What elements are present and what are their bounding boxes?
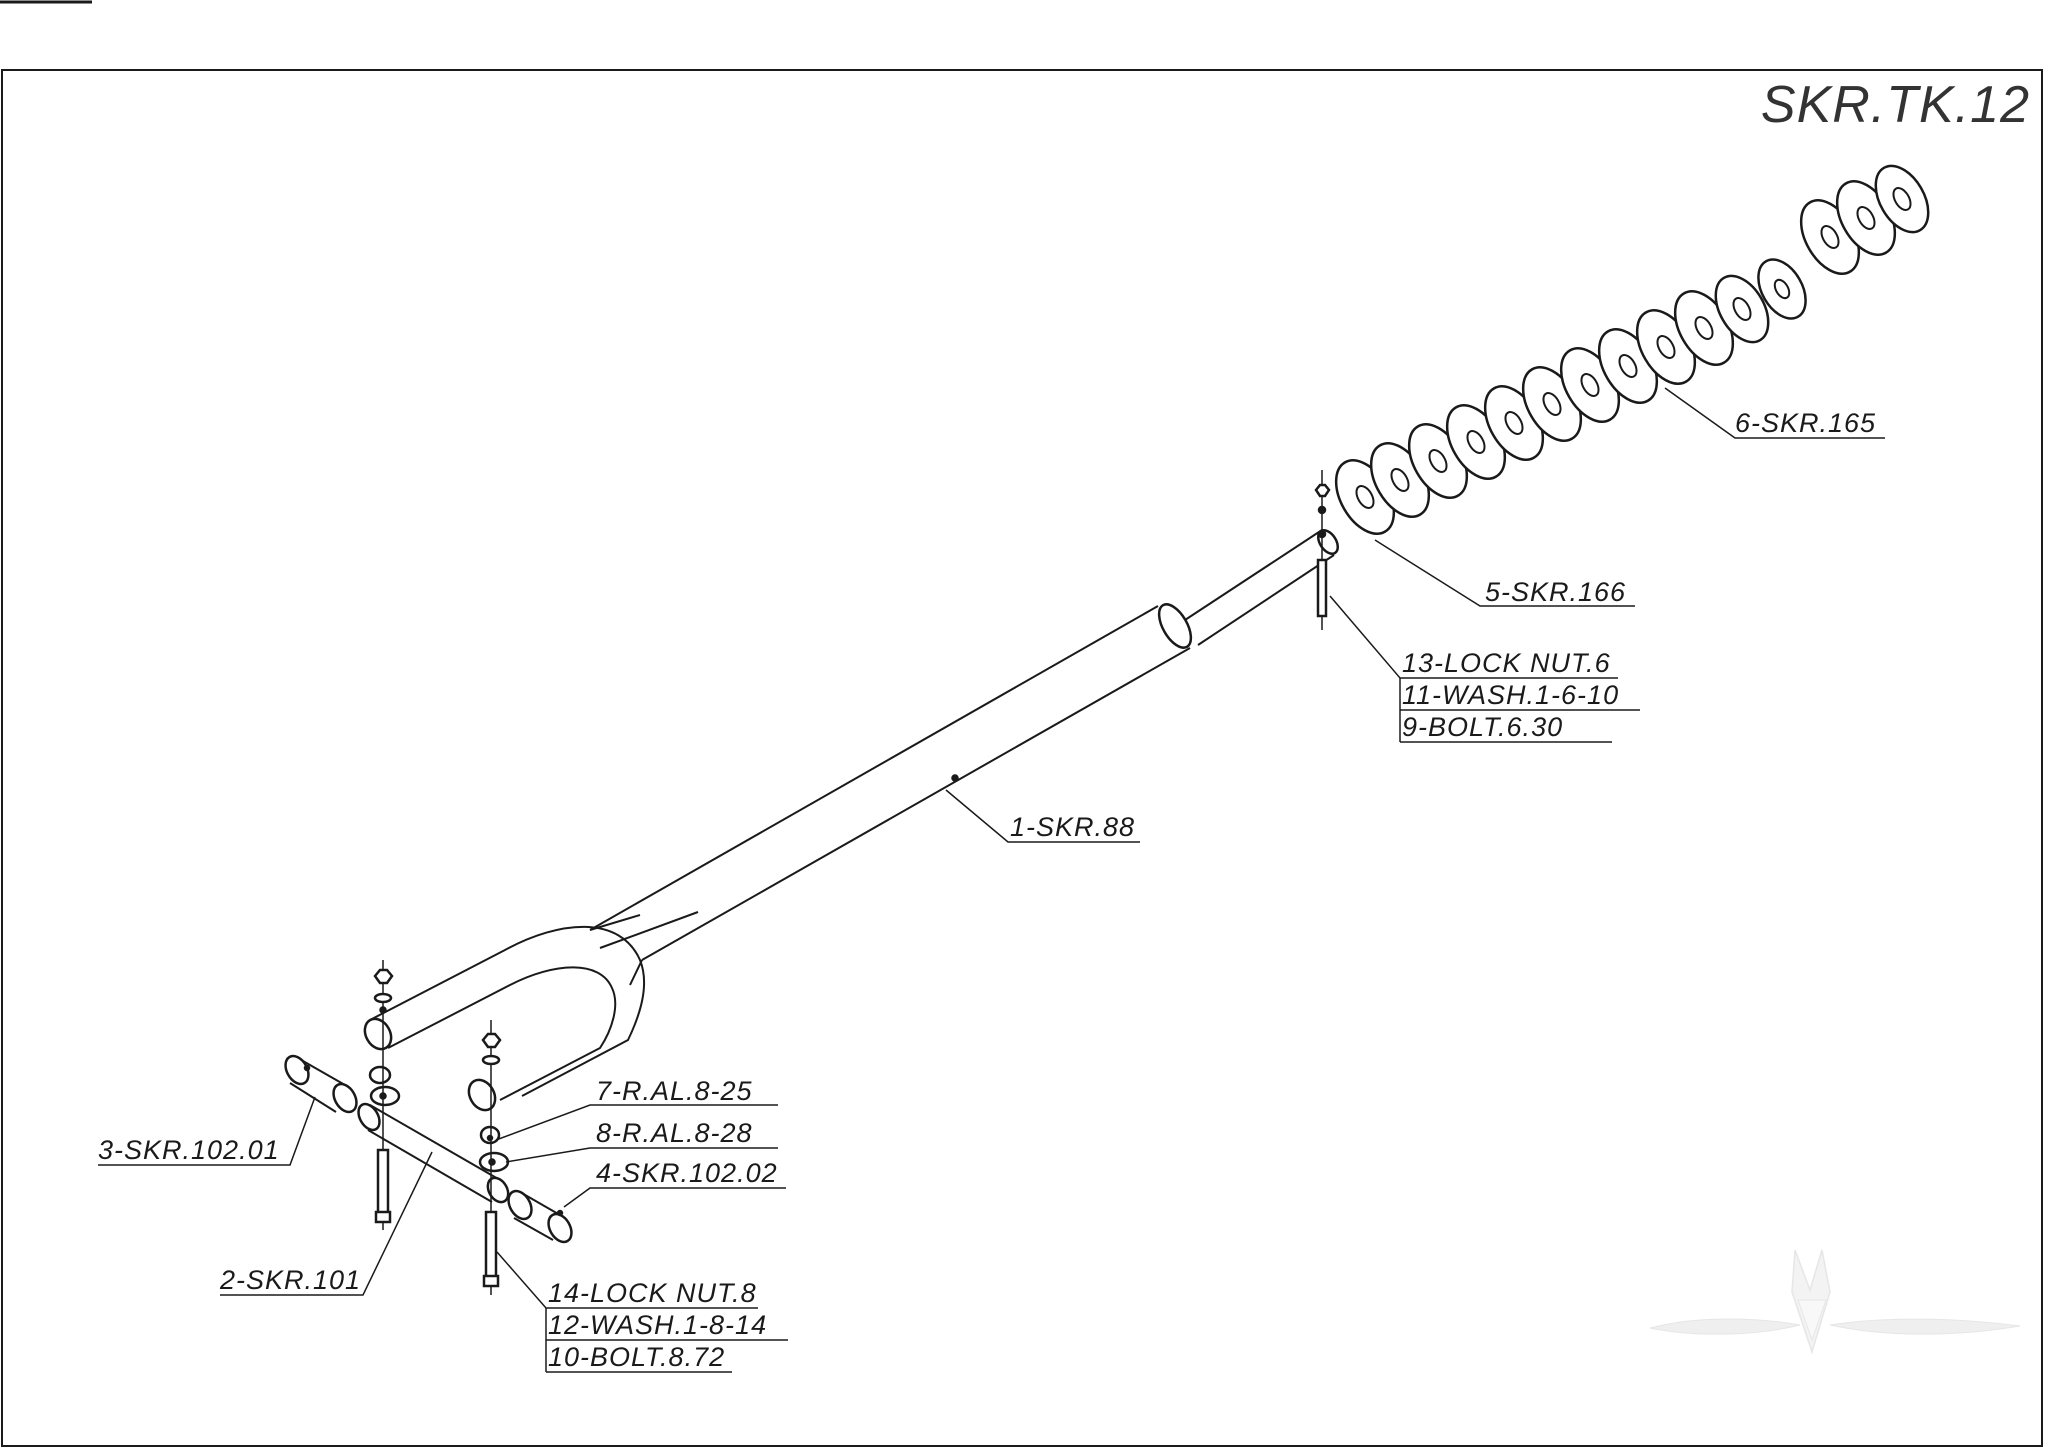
leader-lines bbox=[98, 387, 1885, 1373]
spacer-left bbox=[368, 1065, 401, 1107]
fastener-set-right bbox=[481, 1020, 502, 1295]
drawing-border bbox=[1, 69, 2043, 1447]
main-boom bbox=[589, 529, 1340, 986]
drawing-code: SKR.TK.12 bbox=[1761, 76, 2030, 134]
callout-part-10: 10-BOLT.8.72 bbox=[548, 1342, 725, 1372]
callout-part-8: 8-R.AL.8-28 bbox=[596, 1118, 753, 1148]
callout-part-7: 7-R.AL.8-25 bbox=[596, 1076, 753, 1106]
callout-part-13: 13-LOCK NUT.6 bbox=[1402, 648, 1611, 678]
fastener-set-left bbox=[373, 960, 394, 1230]
brand-logo-watermark bbox=[1649, 1249, 2021, 1355]
fastener-set-rear bbox=[1314, 470, 1331, 630]
callout-part-6: 6-SKR.165 bbox=[1735, 408, 1876, 438]
sleeve-right bbox=[507, 1189, 573, 1244]
callout-part-3: 3-SKR.102.01 bbox=[98, 1135, 280, 1165]
fork-frame bbox=[363, 925, 646, 1112]
callout-part-5: 5-SKR.166 bbox=[1485, 577, 1626, 607]
washer-stack bbox=[1334, 164, 1930, 535]
washer-stack-part-6 bbox=[1369, 164, 1930, 518]
callout-part-2: 2-SKR.101 bbox=[219, 1265, 361, 1295]
sleeve-left bbox=[284, 1054, 358, 1114]
callout-part-9: 9-BOLT.6.30 bbox=[1402, 712, 1563, 742]
callout-part-12: 12-WASH.1-8-14 bbox=[548, 1310, 767, 1340]
spacer-right bbox=[478, 1125, 510, 1173]
callout-part-4: 4-SKR.102.02 bbox=[596, 1158, 778, 1188]
callout-part-14: 14-LOCK NUT.8 bbox=[548, 1278, 757, 1308]
callout-part-11: 11-WASH.1-6-10 bbox=[1402, 680, 1619, 710]
callout-part-1: 1-SKR.88 bbox=[1010, 812, 1135, 842]
